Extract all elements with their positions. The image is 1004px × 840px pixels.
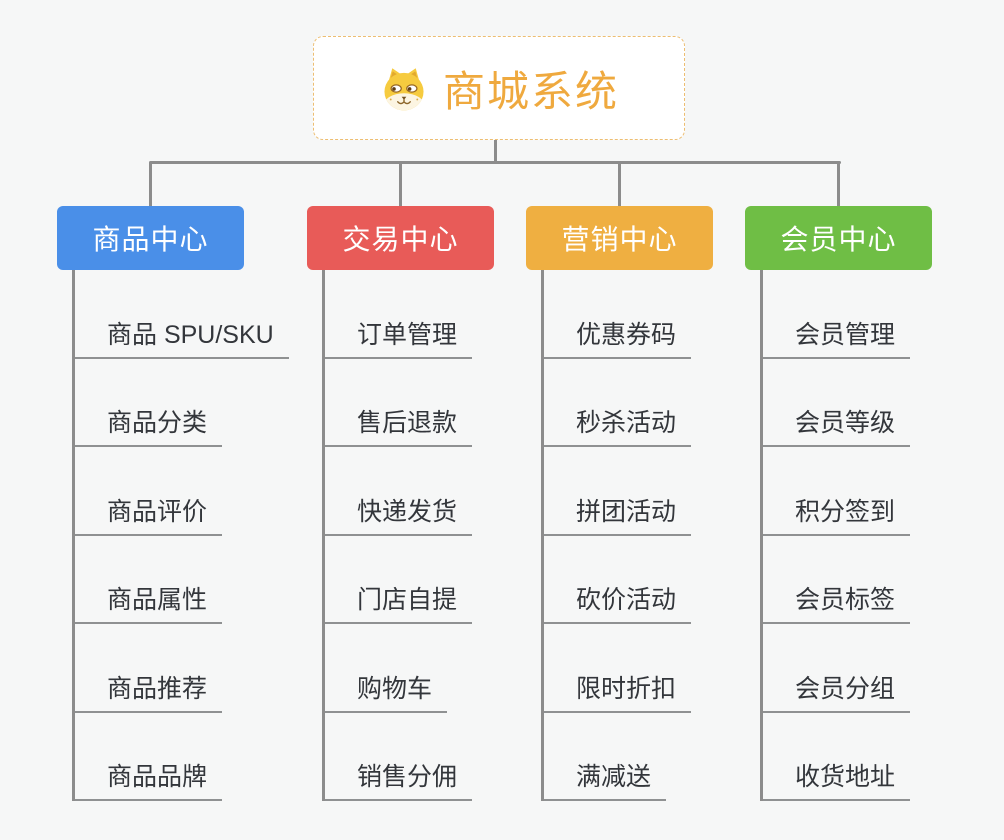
child-node[interactable]: 商品品牌	[72, 763, 223, 801]
child-node[interactable]: 订单管理	[322, 321, 473, 359]
connector-drop-product	[149, 163, 152, 206]
branch-label: 交易中心	[342, 224, 459, 255]
child-node[interactable]: 购物车	[322, 675, 448, 713]
branch-trade-center: 交易中心 订单管理 售后退款 快递发货 门店自提 购物车 销售分佣	[307, 206, 537, 801]
child-node[interactable]: 限时折扣	[541, 675, 692, 713]
branch-label: 营销中心	[561, 224, 678, 255]
connector-trunk	[322, 270, 325, 801]
child-node[interactable]: 会员分组	[760, 675, 911, 713]
connector-root-vertical	[494, 140, 497, 163]
connector-trunk	[760, 270, 763, 801]
connector-drop-trade	[399, 163, 402, 206]
branch-children-member: 会员管理 会员等级 积分签到 会员标签 会员分组 收货地址	[745, 270, 975, 801]
child-node[interactable]: 秒杀活动	[541, 409, 692, 447]
child-node[interactable]: 商品评价	[72, 498, 223, 536]
child-node[interactable]: 商品 SPU/SKU	[72, 321, 289, 359]
branch-node-member[interactable]: 会员中心	[745, 206, 932, 270]
child-node[interactable]: 售后退款	[322, 409, 473, 447]
child-node[interactable]: 快递发货	[322, 498, 473, 536]
dog-face-icon	[384, 67, 424, 110]
child-node[interactable]: 砍价活动	[541, 586, 692, 624]
branch-label: 会员中心	[780, 224, 897, 255]
branch-node-trade[interactable]: 交易中心	[307, 206, 494, 270]
child-node[interactable]: 满减送	[541, 763, 667, 801]
branch-member-center: 会员中心 会员管理 会员等级 积分签到 会员标签 会员分组 收货地址	[745, 206, 975, 801]
root-node-label: 商城系统	[442, 67, 619, 115]
child-node[interactable]: 会员等级	[760, 409, 911, 447]
branch-children-product: 商品 SPU/SKU 商品分类 商品评价 商品属性 商品推荐 商品品牌	[57, 270, 289, 801]
branch-children-trade: 订单管理 售后退款 快递发货 门店自提 购物车 销售分佣	[307, 270, 537, 801]
connector-trunk	[541, 270, 544, 801]
child-node[interactable]: 商品分类	[72, 409, 223, 447]
branch-node-product[interactable]: 商品中心	[57, 206, 244, 270]
branch-label: 商品中心	[92, 224, 209, 255]
connector-branch-bus	[149, 161, 841, 164]
child-node[interactable]: 会员标签	[760, 586, 911, 624]
branch-node-marketing[interactable]: 营销中心	[526, 206, 713, 270]
branch-children-marketing: 优惠券码 秒杀活动 拼团活动 砍价活动 限时折扣 满减送	[526, 270, 756, 801]
child-node[interactable]: 商品属性	[72, 586, 223, 624]
child-node[interactable]: 收货地址	[760, 763, 911, 801]
branch-product-center: 商品中心 商品 SPU/SKU 商品分类 商品评价 商品属性 商品推荐 商品品牌	[57, 206, 289, 801]
connector-drop-marketing	[618, 163, 621, 206]
branch-marketing-center: 营销中心 优惠券码 秒杀活动 拼团活动 砍价活动 限时折扣 满减送	[526, 206, 756, 801]
child-node[interactable]: 门店自提	[322, 586, 473, 624]
connector-trunk	[72, 270, 75, 801]
child-node[interactable]: 积分签到	[760, 498, 911, 536]
child-node[interactable]: 优惠券码	[541, 321, 692, 359]
connector-drop-member	[837, 163, 840, 206]
root-node[interactable]: 商城系统	[313, 36, 685, 140]
child-node[interactable]: 会员管理	[760, 321, 911, 359]
child-node[interactable]: 拼团活动	[541, 498, 692, 536]
child-node[interactable]: 商品推荐	[72, 675, 223, 713]
child-node[interactable]: 销售分佣	[322, 763, 473, 801]
